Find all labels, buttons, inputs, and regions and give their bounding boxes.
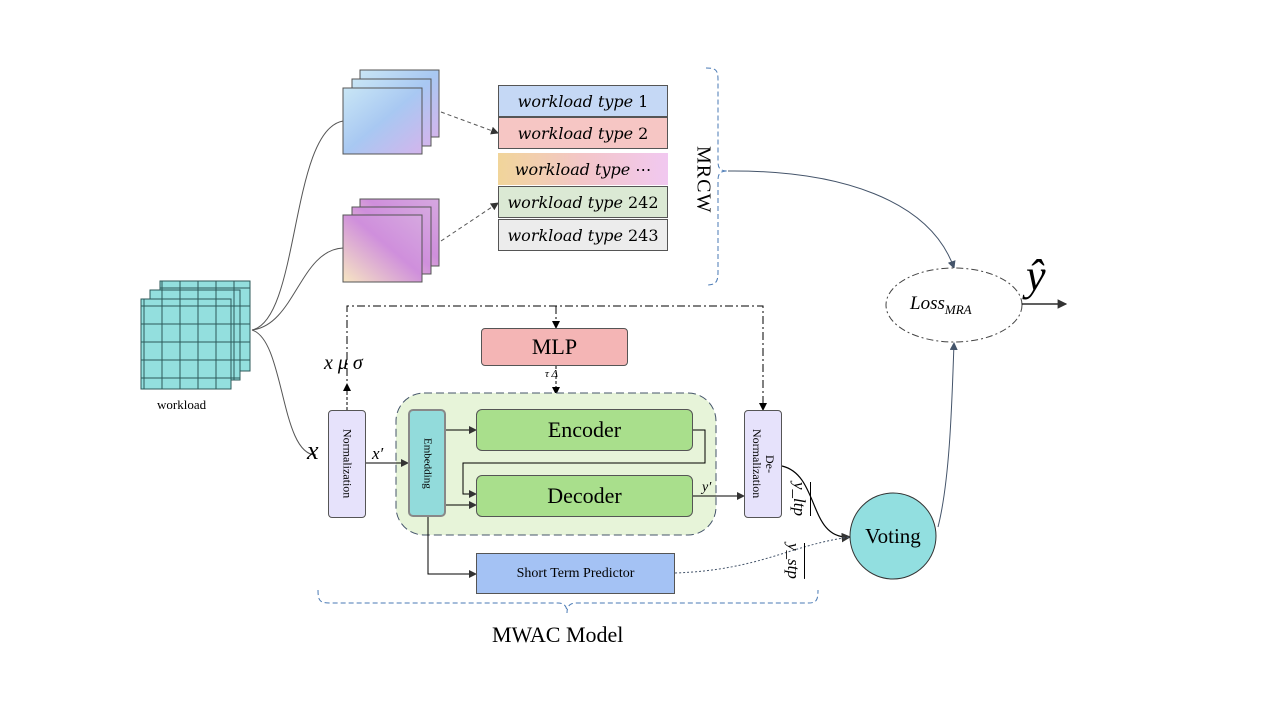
workload-grid-icon — [140, 280, 251, 390]
model-label: MWAC Model — [492, 622, 624, 647]
mrcw-label-wrap: MRCW — [683, 146, 723, 213]
y-hat-output: ŷ — [1026, 251, 1046, 300]
y-stp-label-wrap: y_stp — [778, 538, 808, 584]
y-ltp-label: y_ltp — [790, 482, 809, 516]
workload-group-stack-2 — [342, 198, 440, 283]
workload-type-ellipsis: workload type⋯ — [498, 153, 668, 185]
mrcw-label: MRCW — [692, 146, 715, 214]
mwac-brace — [317, 589, 819, 614]
loss-label: LossMRA — [910, 293, 972, 317]
workload-group-stack-1 — [342, 69, 440, 155]
x-prime-label: x′ — [372, 444, 384, 463]
normalization-block: Normalization — [328, 410, 366, 518]
x-input-label: x — [307, 436, 319, 465]
stats-label: x μ σ — [324, 352, 363, 374]
y-prime-label: y′ — [702, 480, 712, 495]
embedding-block: Embedding — [408, 409, 446, 517]
voting-circle — [849, 492, 937, 580]
tau-delta-label: τ Δ — [545, 368, 558, 380]
mlp-block: MLP — [481, 328, 628, 366]
y-ltp-label-wrap: y_ltp — [784, 476, 814, 522]
y-stp-label: y_stp — [784, 543, 803, 579]
loss-ellipse — [885, 267, 1023, 343]
mrcw-brace — [705, 67, 729, 286]
encoder-block: Encoder — [476, 409, 693, 451]
short-term-predictor-block: Short Term Predictor — [476, 553, 675, 594]
decoder-block: Decoder — [476, 475, 693, 517]
workload-label: workload — [157, 397, 207, 412]
denormalization-block: De- Normalization — [744, 410, 782, 518]
voting-label: Voting — [865, 524, 921, 548]
